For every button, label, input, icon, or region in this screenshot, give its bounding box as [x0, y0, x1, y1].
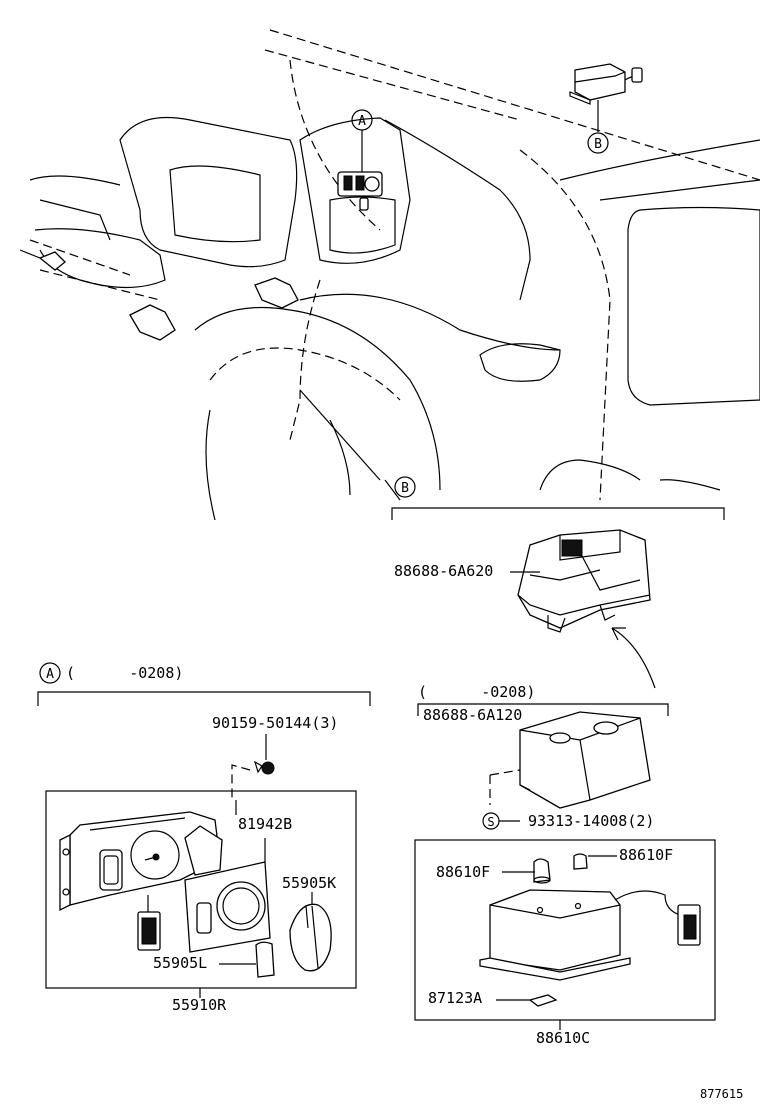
section-b-date-range: ( -0208) — [418, 683, 535, 701]
label-93313-14008: 93313-14008(2) — [528, 812, 654, 830]
bracket-88688-6A120 — [519, 711, 651, 809]
lamp-assembly-88610C — [479, 889, 701, 981]
label-88610F-right: 88610F — [619, 846, 673, 864]
screw-90159-50144 — [253, 760, 275, 775]
marker-s: S — [487, 815, 494, 829]
knob-55905K — [289, 903, 332, 972]
bezel-55905L — [184, 861, 271, 953]
marker-a-section: A — [46, 667, 54, 682]
label-55910R: 55910R — [172, 996, 227, 1014]
label-88688-6A620: 88688-6A620 — [394, 562, 493, 580]
label-87123A: 87123A — [428, 989, 482, 1007]
callout-b-top: B — [587, 132, 609, 154]
vehicle-interior-illustration — [19, 29, 760, 521]
label-55905K: 55905K — [282, 874, 336, 892]
bracket-88688-6A620 — [517, 529, 651, 633]
label-55905L: 55905L — [153, 954, 207, 972]
bulb-88610F-right — [573, 853, 588, 870]
label-88610C: 88610C — [536, 1029, 590, 1047]
switch-connector — [137, 895, 161, 951]
diagram-id: 877615 — [700, 1087, 743, 1101]
roof-lamp-b-location — [569, 63, 643, 132]
marker-b-section: B — [401, 481, 409, 496]
switch-body-81942B — [59, 811, 223, 912]
bulb-88610F-left — [533, 858, 551, 884]
lens-87123A — [528, 994, 558, 1007]
label-88610F-left: 88610F — [436, 863, 490, 881]
label-90159-50144: 90159-50144(3) — [212, 714, 338, 732]
label-88688-6A120: 88688-6A120 — [423, 706, 522, 724]
label-81942B: 81942B — [238, 815, 292, 833]
cap-55905L — [255, 941, 275, 978]
marker-a-top: A — [358, 114, 366, 129]
section-a: A ( -0208) 90159-50144(3) — [37, 662, 371, 1014]
marker-b-top: B — [594, 137, 602, 152]
section-b: B 88688-6A620 ( -0208) 88688-6A120 — [391, 476, 725, 1047]
callout-a-top: A — [351, 109, 373, 172]
section-a-date-range: ( -0208) — [66, 664, 183, 682]
